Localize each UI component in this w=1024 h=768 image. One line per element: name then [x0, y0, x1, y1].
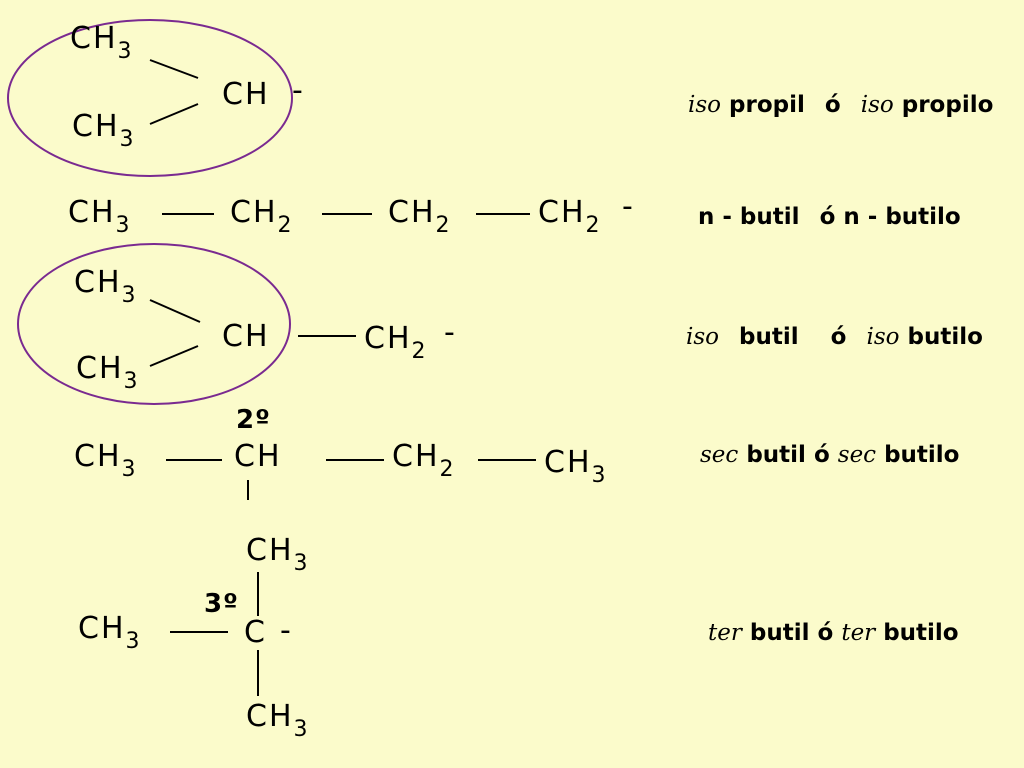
atom-ch2: CH2	[230, 195, 294, 238]
name-base: butilo	[884, 442, 960, 468]
bond	[149, 345, 199, 367]
secondary-carbon-label: 2º	[236, 405, 271, 435]
bond	[149, 299, 201, 323]
atom-ch2: CH2	[392, 439, 456, 482]
atom-ch3: CH3	[76, 351, 140, 394]
name-base: butil	[739, 324, 799, 350]
tert-butyl-structure: CH3 3º CH3 C - CH3	[78, 533, 310, 742]
name-connector: ó	[817, 620, 834, 646]
isopropyl-structure: CH3 CH3 CH -	[7, 19, 305, 177]
atom-ch3: CH3	[78, 611, 142, 654]
name-prefix: iso	[686, 324, 720, 350]
name-prefix: iso	[860, 92, 894, 118]
isobutyl-structure: CH3 CH3 CH CH2 -	[17, 243, 457, 405]
name-base: butilo	[883, 620, 959, 646]
name-connector: ó	[830, 324, 847, 350]
atom-ch3: CH3	[72, 109, 136, 152]
name-prefix: ter	[841, 620, 876, 646]
radical-mark: -	[444, 315, 457, 350]
atom-ch: CH	[222, 319, 270, 354]
atom-ch3: CH3	[246, 699, 310, 742]
name-base: butil	[749, 620, 810, 646]
sec-butyl-structure: 2º CH3 CH CH2 CH3	[74, 405, 608, 500]
name-prefix: sec	[837, 442, 877, 468]
atom-ch2: CH2	[538, 195, 602, 238]
atom-c: C	[244, 615, 267, 650]
name-prefix: ter	[708, 620, 742, 646]
name-base: n - butil	[698, 204, 800, 230]
atom-ch3: CH3	[544, 445, 608, 488]
name-prefix: sec	[700, 442, 739, 468]
atom-ch3: CH3	[70, 21, 134, 64]
atom-ch3: CH3	[246, 533, 310, 576]
name-connector: ó	[824, 92, 841, 118]
bond	[149, 59, 199, 79]
radical-mark: -	[292, 73, 305, 108]
name-n-butyl: n - butil ó n - butilo	[698, 204, 961, 230]
atom-ch2: CH2	[364, 321, 428, 364]
radical-mark: -	[622, 189, 635, 224]
name-isopropyl: iso propil ó iso propilo	[688, 92, 993, 118]
tertiary-carbon-label: 3º	[204, 589, 239, 619]
bond	[149, 103, 199, 125]
name-isobutyl: iso butil ó iso butilo	[686, 324, 983, 350]
isopropyl-highlight-circle	[7, 19, 293, 177]
name-tert-butyl: ter butil ó ter butilo	[708, 620, 959, 646]
name-base: butilo	[907, 324, 983, 350]
atom-ch: CH	[222, 77, 270, 112]
atom-ch: CH	[234, 439, 282, 474]
isobutyl-highlight-circle	[17, 243, 291, 405]
name-base: butil	[746, 442, 806, 468]
name-connector: ó	[819, 204, 836, 230]
name-connector: ó	[813, 442, 830, 468]
name-base: propil	[729, 92, 805, 118]
radical-mark: -	[280, 613, 293, 648]
name-prefix: iso	[866, 324, 900, 350]
atom-ch3: CH3	[74, 265, 138, 308]
atom-ch3: CH3	[74, 439, 138, 482]
atom-ch3: CH3	[68, 195, 132, 238]
n-butyl-structure: CH3 CH2 CH2 CH2 -	[68, 189, 635, 238]
name-base: propilo	[901, 92, 994, 118]
name-prefix: iso	[688, 92, 722, 118]
name-base: n - butilo	[843, 204, 961, 230]
atom-ch2: CH2	[388, 195, 452, 238]
name-sec-butyl: sec butil ó sec butilo	[700, 442, 959, 468]
